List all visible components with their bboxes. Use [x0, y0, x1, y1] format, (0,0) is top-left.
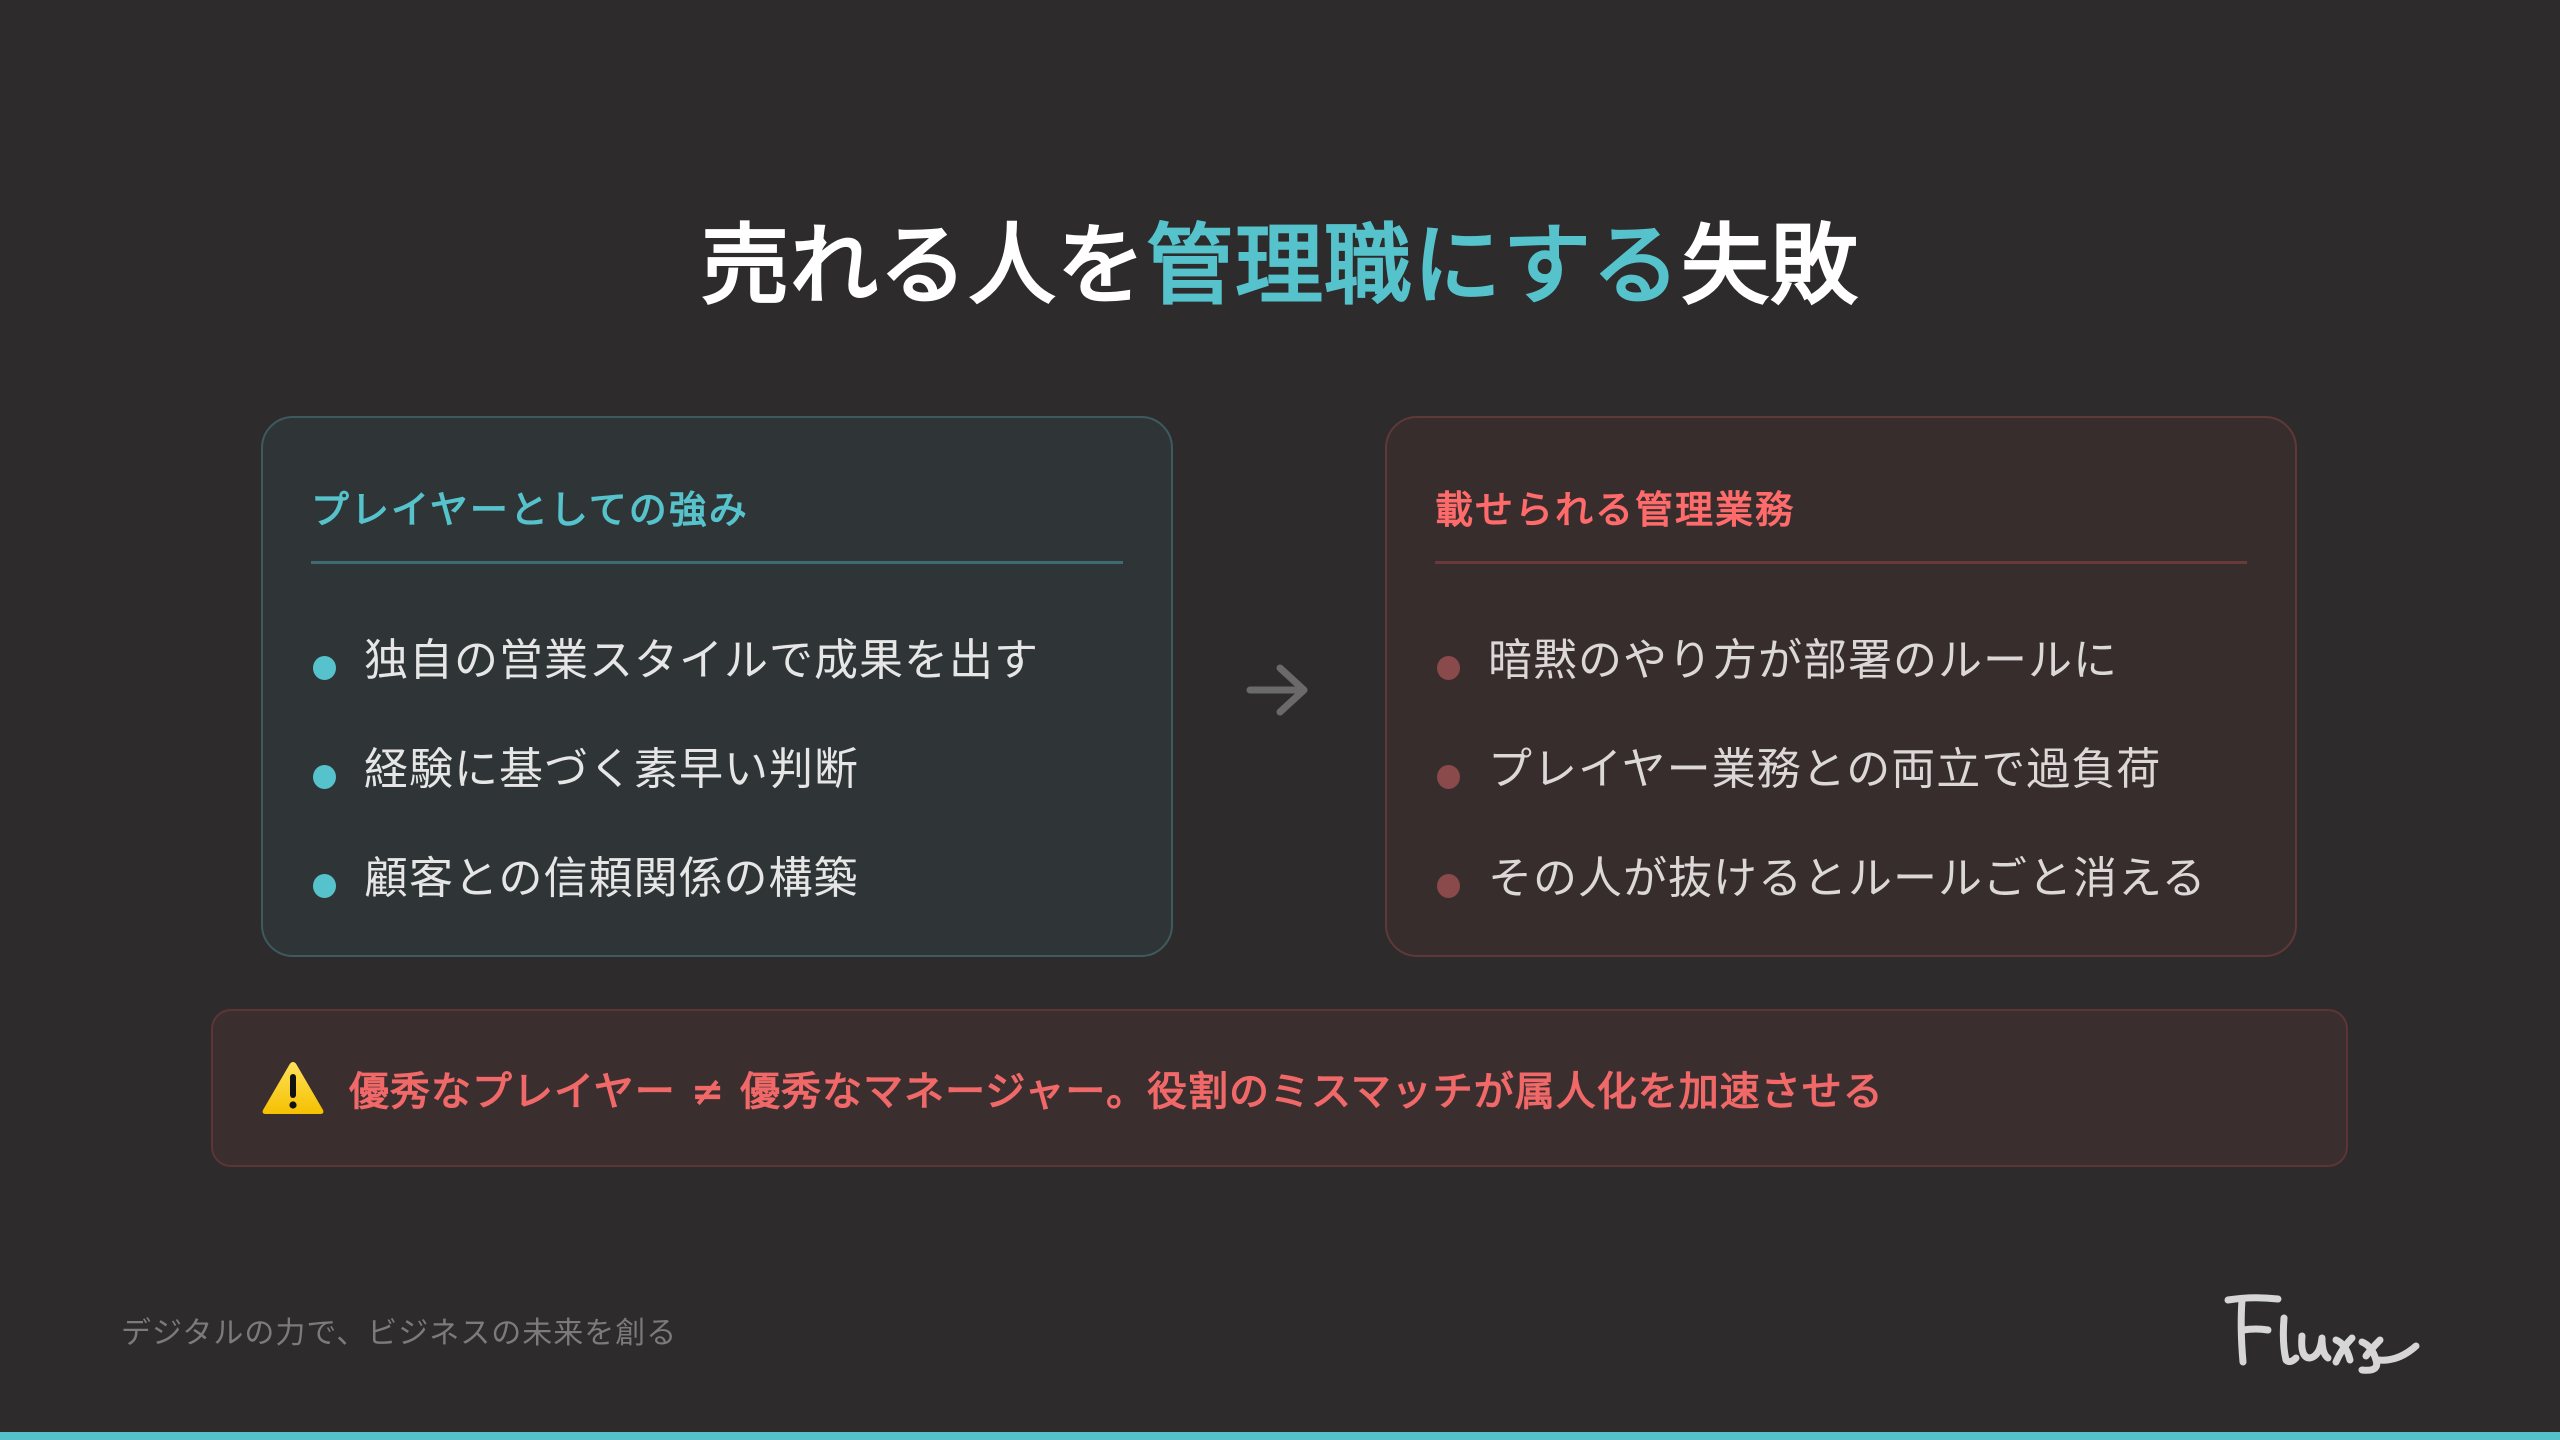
- card-heading: プレイヤーとしての強み: [311, 488, 749, 532]
- card-divider: [311, 561, 1123, 564]
- fluxx-logo: [2224, 1294, 2420, 1374]
- list-item-text: 暗黙のやり方が部署のルールに: [1488, 634, 2118, 686]
- list-item-text: 独自の営業スタイルで成果を出す: [364, 634, 1039, 686]
- footer-tagline: デジタルの力で、ビジネスの未来を創る: [121, 1316, 678, 1351]
- bullet-dot-icon: [1437, 873, 1460, 898]
- banner-text: 優秀なプレイヤー ≠ 優秀なマネージャー。役割のミスマッチが属人化を加速させる: [349, 1069, 1884, 1115]
- slide-title: 売れる人を管理職にする失敗: [0, 206, 2560, 326]
- management-duties-card: 載せられる管理業務 暗黙のやり方が部署のルールに プレイヤー業務との両立で過負荷…: [1385, 416, 2297, 957]
- list-item: 独自の営業スタイルで成果を出す: [313, 606, 1039, 715]
- bullet-dot-icon: [313, 873, 336, 898]
- title-part-1: 売れる人を: [701, 214, 1147, 317]
- bullet-dot-icon: [1437, 655, 1460, 680]
- card-heading: 載せられる管理業務: [1435, 488, 1796, 532]
- list-item: プレイヤー業務との両立で過負荷: [1437, 715, 2207, 824]
- list-item: 暗黙のやり方が部署のルールに: [1437, 606, 2207, 715]
- bullet-dot-icon: [1437, 764, 1460, 789]
- arrow-right-icon: [1246, 664, 1308, 716]
- player-strengths-card: プレイヤーとしての強み 独自の営業スタイルで成果を出す 経験に基づく素早い判断 …: [261, 416, 1173, 957]
- card-divider: [1435, 561, 2247, 564]
- warning-banner: 優秀なプレイヤー ≠ 優秀なマネージャー。役割のミスマッチが属人化を加速させる: [211, 1009, 2348, 1167]
- strengths-list: 独自の営業スタイルで成果を出す 経験に基づく素早い判断 顧客との信頼関係の構築: [313, 606, 1039, 933]
- list-item-text: 顧客との信頼関係の構築: [364, 852, 859, 904]
- duties-list: 暗黙のやり方が部署のルールに プレイヤー業務との両立で過負荷 その人が抜けるとル…: [1437, 606, 2207, 933]
- list-item: 顧客との信頼関係の構築: [313, 824, 1039, 933]
- list-item: その人が抜けるとルールごと消える: [1437, 824, 2207, 933]
- bullet-dot-icon: [313, 764, 336, 789]
- list-item-text: 経験に基づく素早い判断: [364, 743, 859, 795]
- warning-icon: [262, 1062, 324, 1114]
- list-item-text: プレイヤー業務との両立で過負荷: [1488, 743, 2162, 795]
- list-item: 経験に基づく素早い判断: [313, 715, 1039, 824]
- title-accent: 管理職にする: [1146, 214, 1681, 317]
- bullet-dot-icon: [313, 655, 336, 680]
- bottom-accent-bar: [0, 1432, 2560, 1440]
- list-item-text: その人が抜けるとルールごと消える: [1488, 852, 2207, 904]
- title-part-2: 失敗: [1680, 214, 1859, 317]
